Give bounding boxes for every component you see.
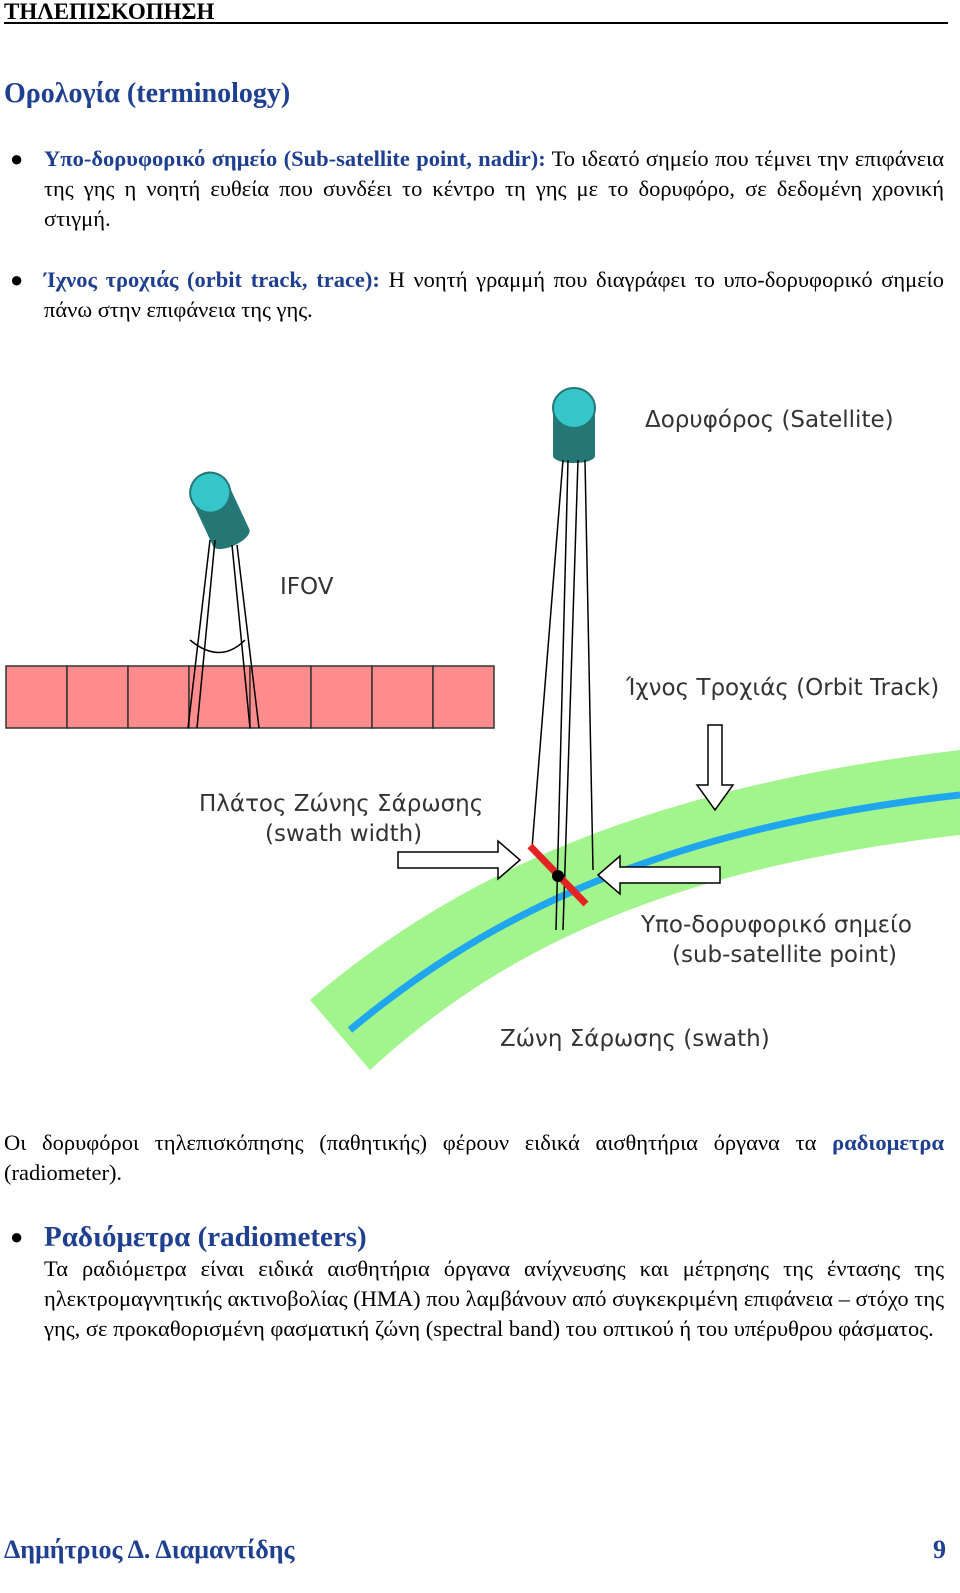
ifov-pixel-row xyxy=(5,665,495,729)
intro-text: Οι δορυφόροι τηλεπισκόπησης (παθητικής) … xyxy=(4,1130,833,1155)
intro-paragraph: Οι δορυφόροι τηλεπισκόπησης (παθητικής) … xyxy=(4,1128,944,1188)
bullet-text: Η νοητή γραμμή που διαγράφει το υπο-δορυ… xyxy=(44,267,944,322)
footer-author: Δημήτριος Δ. Διαμαντίδης xyxy=(4,1535,295,1564)
bullet-icon: ● xyxy=(10,267,24,292)
bullet-subsatellite-point: Υπο-δορυφορικό σημείο (Sub-satellite poi… xyxy=(44,144,944,234)
swath-width-label-line1: Πλάτος Ζώνης Σάρωσης xyxy=(199,791,483,817)
subsatellite-point-label-line2: (sub-satellite point) xyxy=(672,942,897,968)
page-header-title: ΤΗΛΕΠΙΣΚΟΠΗΣΗ xyxy=(4,0,215,24)
ifov-label: IFOV xyxy=(280,574,334,600)
radiometers-title-en: (radiometers) xyxy=(190,1221,367,1253)
swath-cone xyxy=(531,459,594,931)
satellite-icon xyxy=(552,387,596,463)
radiometers-text: Τα ραδιόμετρα είναι ειδικά αισθητήρια όρ… xyxy=(44,1256,944,1341)
satellite-swath-diagram: Δορυφόρος (Satellite) IFOV Ίχνος Τροχιάς… xyxy=(5,387,960,1070)
ifov-cone xyxy=(187,539,260,729)
bullet-orbit-track: Ίχνος τροχιάς (orbit track, trace): Η νο… xyxy=(44,265,944,325)
bullet-icon: ● xyxy=(10,1224,24,1249)
swath-width-arrow xyxy=(397,839,522,881)
header-rule xyxy=(4,22,948,24)
radiometers-section: Ραδιόμετρα (radiometers) Τα ραδιόμετρα ε… xyxy=(44,1220,944,1344)
intro-after: (radiometer). xyxy=(4,1160,123,1185)
page-number: 9 xyxy=(933,1535,946,1564)
bullet-text: Το ιδεατό σημείο που τέμνει την επιφάνει… xyxy=(44,146,944,231)
radiometers-title-gr: Ραδιόμετρα xyxy=(44,1221,191,1253)
swath-band xyxy=(310,750,960,1070)
orbit-track-line xyxy=(347,791,960,1033)
swath-label: Ζώνη Σάρωσης (swath) xyxy=(500,1026,770,1052)
bullet-term: Ίχνος τροχιάς (orbit track, trace): xyxy=(44,267,380,292)
intro-term: ραδιομετρα xyxy=(832,1130,944,1155)
swath-width-label-line2: (swath width) xyxy=(265,821,422,847)
subsatellite-point-label-line1: Υπο-δορυφορικό σημείο xyxy=(640,912,912,938)
satellite-label: Δορυφόρος (Satellite) xyxy=(645,407,894,433)
bullet-icon: ● xyxy=(10,146,24,171)
subsatellite-point-arrow xyxy=(596,854,721,896)
satellite-icon xyxy=(189,471,250,550)
radiometers-title: Ραδιόμετρα (radiometers) xyxy=(44,1220,944,1254)
bullet-term: Υπο-δορυφορικό σημείο (Sub-satellite poi… xyxy=(44,146,546,171)
subsatellite-point-marker xyxy=(552,870,564,882)
section-title: Ορολογία (terminology) xyxy=(4,78,291,109)
orbit-track-arrow xyxy=(695,724,735,812)
orbit-track-label: Ίχνος Τροχιάς (Orbit Track) xyxy=(625,675,939,701)
